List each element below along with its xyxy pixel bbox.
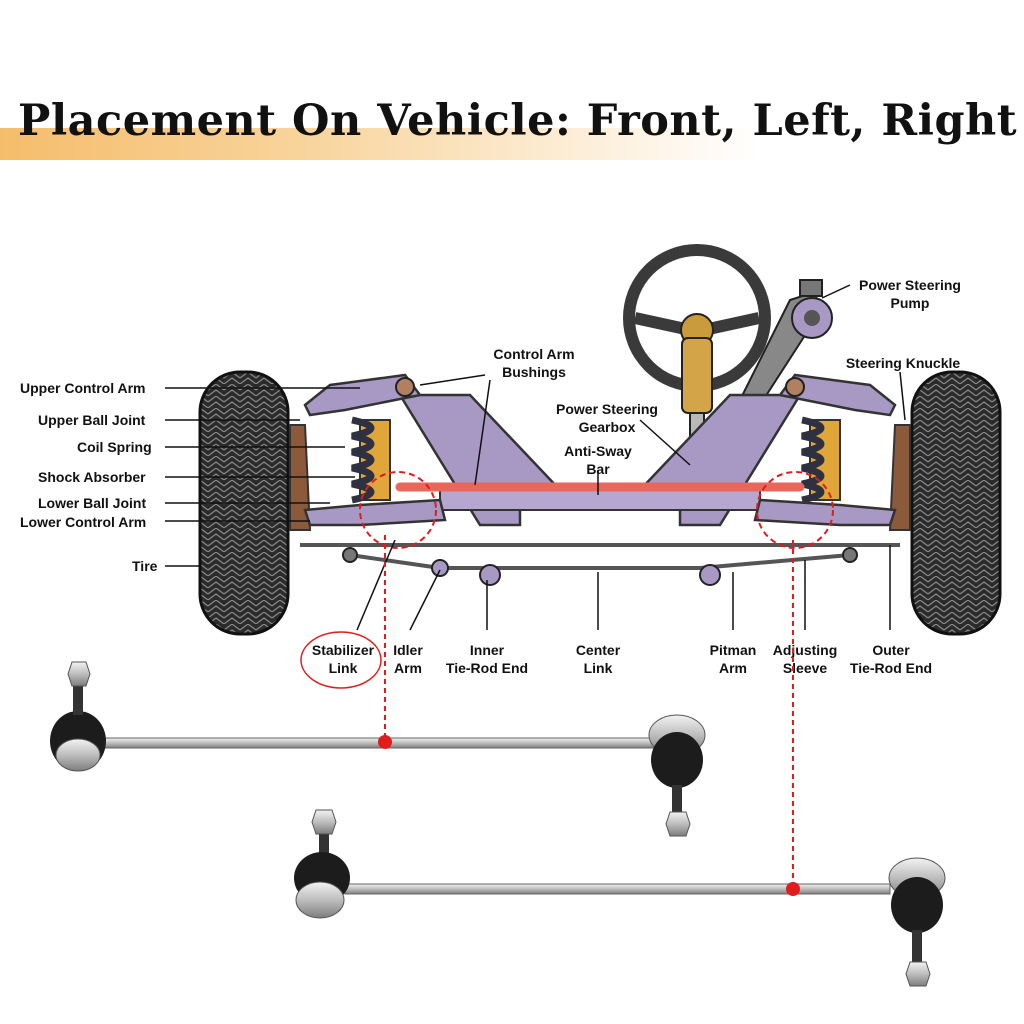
right-link-highlight: [756, 471, 834, 549]
label-lower-control-arm: Lower Control Arm: [20, 514, 146, 530]
label-power-steering-pump-1: Power Steering: [859, 277, 961, 293]
part-labels: Upper Control Arm Upper Ball Joint Coil …: [20, 277, 961, 676]
page-title: Placement On Vehicle: Front, Left, Right: [18, 96, 1018, 146]
label-stabilizer-link-1: Stabilizer: [312, 642, 375, 658]
upper-control-arms: [303, 373, 897, 417]
label-outer-tie-rod-2: Tie-Rod End: [850, 660, 932, 676]
stabilizer-link-product-1: [50, 661, 706, 837]
label-lower-ball-joint: Lower Ball Joint: [38, 495, 146, 511]
steering-linkage: [300, 543, 900, 586]
right-tire: [910, 370, 1002, 636]
label-power-steering-gearbox-1: Power Steering: [556, 401, 658, 417]
label-inner-tie-rod-1: Inner: [470, 642, 505, 658]
label-coil-spring: Coil Spring: [77, 439, 152, 455]
label-outer-tie-rod-1: Outer: [872, 642, 910, 658]
stabilizer-link-product-2: [294, 809, 946, 987]
title-highlight: [0, 128, 760, 160]
left-link-marker: [378, 735, 392, 749]
label-adjusting-sleeve-2: Sleeve: [783, 660, 828, 676]
steering-wheel: [623, 244, 771, 464]
label-inner-tie-rod-2: Tie-Rod End: [446, 660, 528, 676]
label-anti-sway-bar-1: Anti-Sway: [564, 443, 632, 459]
label-adjusting-sleeve-1: Adjusting: [773, 642, 838, 658]
label-pitman-arm-1: Pitman: [710, 642, 757, 658]
label-power-steering-gearbox-2: Gearbox: [579, 419, 636, 435]
label-steering-knuckle: Steering Knuckle: [846, 355, 961, 371]
coil-springs: [351, 416, 841, 504]
label-upper-ball-joint: Upper Ball Joint: [38, 412, 146, 428]
power-steering-pump: [738, 279, 833, 407]
label-anti-sway-bar-2: Bar: [586, 461, 610, 477]
label-upper-control-arm: Upper Control Arm: [20, 380, 145, 396]
label-center-link-2: Link: [584, 660, 613, 676]
right-link-marker: [786, 882, 800, 896]
label-idler-arm-2: Arm: [394, 660, 422, 676]
label-control-arm-bushings-1: Control Arm: [493, 346, 574, 362]
left-link-highlight: [359, 471, 437, 549]
callout-lines: [165, 284, 906, 631]
stabilizer-link-callout-ring: [300, 631, 382, 689]
label-control-arm-bushings-2: Bushings: [502, 364, 566, 380]
label-power-steering-pump-2: Pump: [891, 295, 930, 311]
label-center-link-1: Center: [576, 642, 621, 658]
label-shock-absorber: Shock Absorber: [38, 469, 146, 485]
label-tire: Tire: [132, 558, 158, 574]
label-stabilizer-link-2: Link: [329, 660, 358, 676]
label-pitman-arm-2: Arm: [719, 660, 747, 676]
label-idler-arm-1: Idler: [393, 642, 423, 658]
